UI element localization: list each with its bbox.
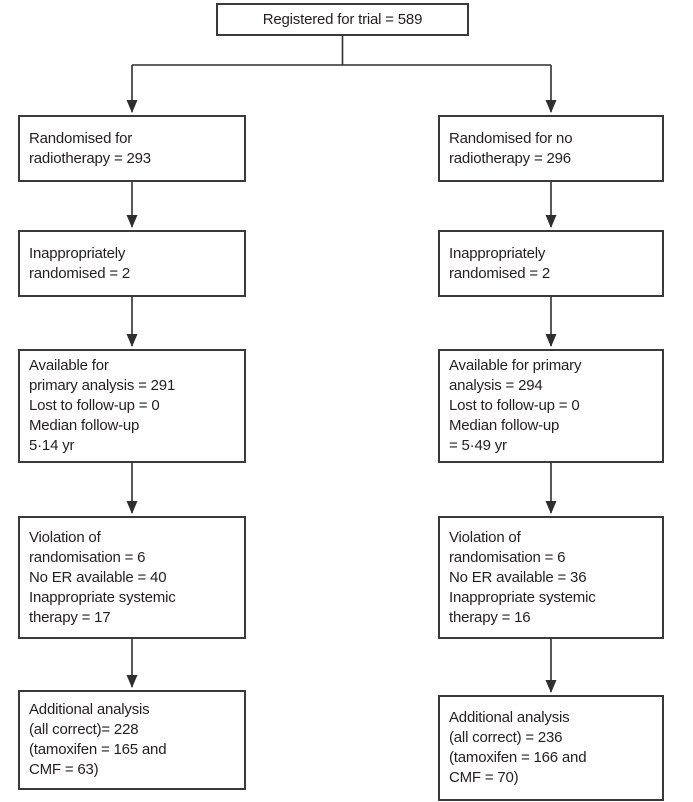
text-line: 5·14 yr (29, 437, 75, 454)
flow-box-right-violation-randomisation: Violation of randomisation = 6 No ER ava… (438, 516, 664, 639)
text-line: randomisation = 6 (29, 548, 146, 566)
flow-box-left-available-primary-analysis: Available for primary analysis = 291 Los… (18, 349, 246, 463)
text-line: radiotherapy = 293 (29, 149, 151, 167)
text-line: No ER available = 40 (29, 568, 167, 586)
text-line: Additional analysis (29, 701, 150, 718)
text-line: CMF = 63) (29, 761, 99, 778)
flow-box-right-inappropriately-randomised: Inappropriately randomised = 2 (438, 230, 664, 297)
flow-box-right-additional-analysis: Additional analysis (all correct) = 236 … (438, 695, 664, 801)
text-line: = 5·49 yr (449, 437, 507, 454)
text-line: (all correct)= 228 (29, 721, 139, 738)
text-line: Additional analysis (449, 709, 570, 726)
text-line: Lost to follow-up = 0 (449, 397, 580, 414)
flow-box-left-additional-analysis: Additional analysis (all correct)= 228 (… (18, 690, 246, 790)
text-line: Available for primary (449, 357, 582, 374)
text-line: Available for (29, 357, 109, 374)
text-line: Inappropriate systemic (449, 588, 596, 606)
flow-box-right-available-primary-analysis: Available for primary analysis = 294 Los… (438, 349, 664, 463)
text-line: Violation of (449, 528, 521, 546)
text-line: Lost to follow-up = 0 (29, 397, 160, 414)
text-line: No ER available = 36 (449, 568, 587, 586)
text-line: therapy = 17 (29, 608, 111, 626)
text-line: Inappropriate systemic (29, 588, 176, 606)
flow-box-randomised-no-radiotherapy: Randomised for no radiotherapy = 296 (438, 115, 664, 182)
text-line: CMF = 70) (449, 769, 519, 786)
text-line: randomisation = 6 (449, 548, 566, 566)
text-line: (all correct) = 236 (449, 729, 563, 746)
flow-box-left-inappropriately-randomised: Inappropriately randomised = 2 (18, 230, 246, 297)
text-line: randomised = 2 (449, 264, 551, 282)
text-line: Median follow-up (29, 417, 140, 434)
text-line: Registered for trial = 589 (262, 10, 423, 28)
text-line: Randomised for no (449, 129, 573, 147)
text-line: radiotherapy = 296 (449, 149, 571, 167)
text-line: (tamoxifen = 166 and (449, 749, 587, 766)
flow-box-randomised-radiotherapy: Randomised for radiotherapy = 293 (18, 115, 246, 182)
text-line: Median follow-up (449, 417, 560, 434)
flow-box-left-violation-randomisation: Violation of randomisation = 6 No ER ava… (18, 516, 246, 639)
text-line: therapy = 16 (449, 608, 531, 626)
text-line: Violation of (29, 528, 101, 546)
text-line: analysis = 294 (449, 377, 543, 394)
text-line: Inappropriately (29, 244, 126, 262)
text-line: primary analysis = 291 (29, 377, 176, 394)
text-line: randomised = 2 (29, 264, 131, 282)
text-line: Randomised for (29, 129, 133, 147)
text-line: (tamoxifen = 165 and (29, 741, 167, 758)
text-line: Inappropriately (449, 244, 546, 262)
flow-box-registered: Registered for trial = 589 (216, 3, 469, 36)
